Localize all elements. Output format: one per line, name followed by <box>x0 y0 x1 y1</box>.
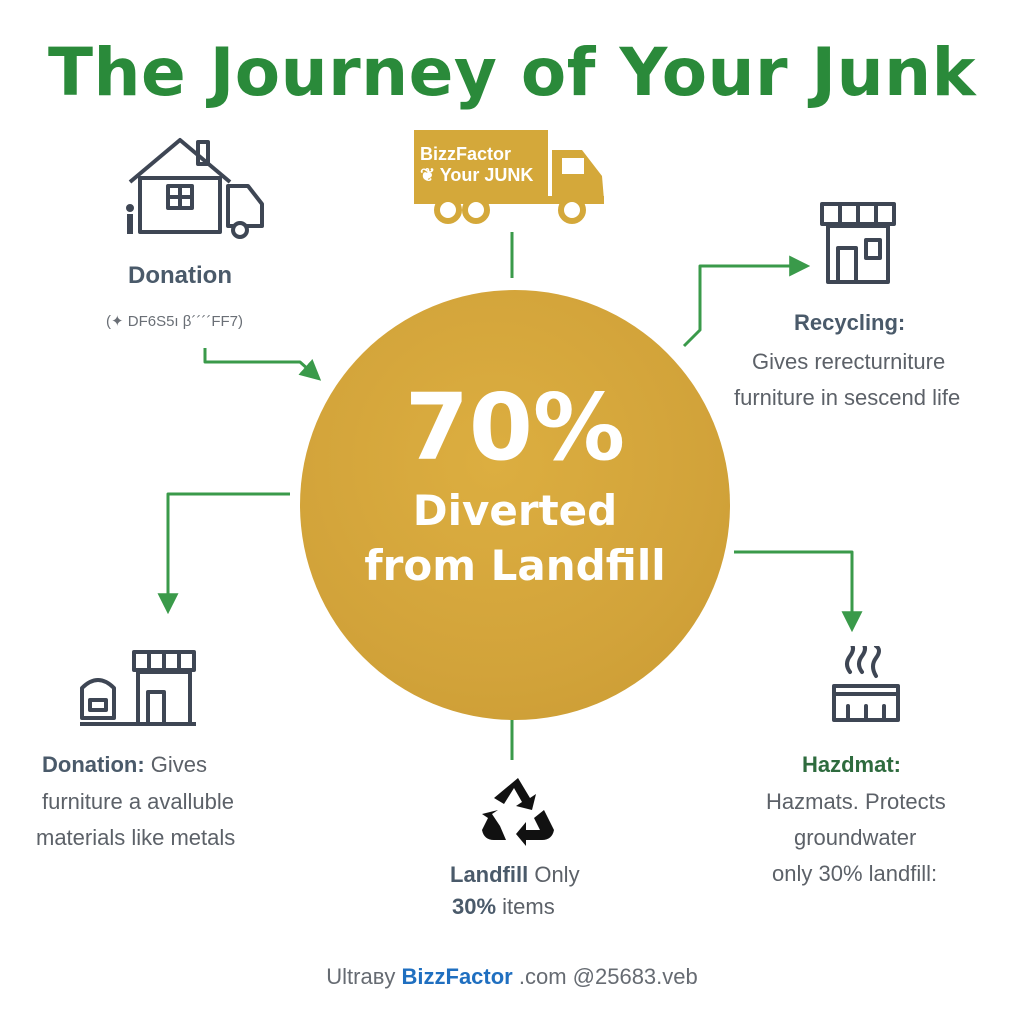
landfill-heading-row: Landfill Only <box>450 862 580 888</box>
footer-prefix: Ultraʙy <box>326 964 402 989</box>
truck-label-1: BizzFactor <box>420 144 512 164</box>
footer-brand-link[interactable]: BizzFactor <box>401 964 513 989</box>
footer-suffix: .com @25683.veb <box>512 964 698 989</box>
donation-bottom-line-2: materials like metals <box>36 825 236 850</box>
hub-circle: 70% Diverted from Landfill <box>300 290 730 720</box>
landfill-heading: Landfill <box>450 862 529 887</box>
hub-line-2: from Landfill <box>364 541 666 590</box>
landfill-percent: 30% <box>452 894 497 919</box>
truck-label-2: ❦ Your JUNK <box>420 165 534 185</box>
truck-icon <box>414 130 604 224</box>
hazmat-heading: Hazdmat: <box>802 752 902 777</box>
hazmat-line-1: Hazmats. Protects <box>766 789 946 814</box>
storefront-icon <box>820 202 896 284</box>
connector-donation-top <box>203 348 322 381</box>
hub-percent: 70% <box>404 374 626 481</box>
footer: Ultraʙy BizzFactor .com @25683.veb <box>0 964 1024 990</box>
recycling-line-1: Gives rerecturniture <box>752 349 946 374</box>
donation-top-code: (✦ DF6S5ı β´´´´FF7) <box>106 313 244 330</box>
hazmat-line-3: only 30% landfill: <box>772 861 938 886</box>
hazmat-facility-icon <box>832 646 900 722</box>
landfill-heading-rest: Only <box>528 862 580 887</box>
recycling-heading: Recycling: <box>794 310 906 335</box>
donation-top-heading: Donation <box>128 262 232 289</box>
connector-recycling <box>682 255 811 348</box>
donation-bottom-heading: Donation: <box>42 752 145 777</box>
house-icon <box>126 138 264 239</box>
recycle-icon <box>482 778 554 846</box>
connector-hazmat <box>734 550 863 633</box>
hub-line-1: Diverted <box>412 486 618 535</box>
donation-shop-icon <box>80 650 196 726</box>
donation-bottom-heading-row: Donation: Gives <box>42 752 207 778</box>
landfill-line-row: 30% items <box>452 894 555 920</box>
page-title: The Journey of Your Junk <box>48 34 976 111</box>
donation-bottom-heading-rest: Gives <box>144 752 208 777</box>
landfill-items: items <box>496 894 555 919</box>
recycling-line-2: furniture in sescend life <box>734 385 961 410</box>
connector-donation-bottom <box>157 492 290 615</box>
hazmat-line-2: groundwater <box>794 825 917 850</box>
donation-bottom-line-1: furniture a avalluble <box>42 789 235 814</box>
